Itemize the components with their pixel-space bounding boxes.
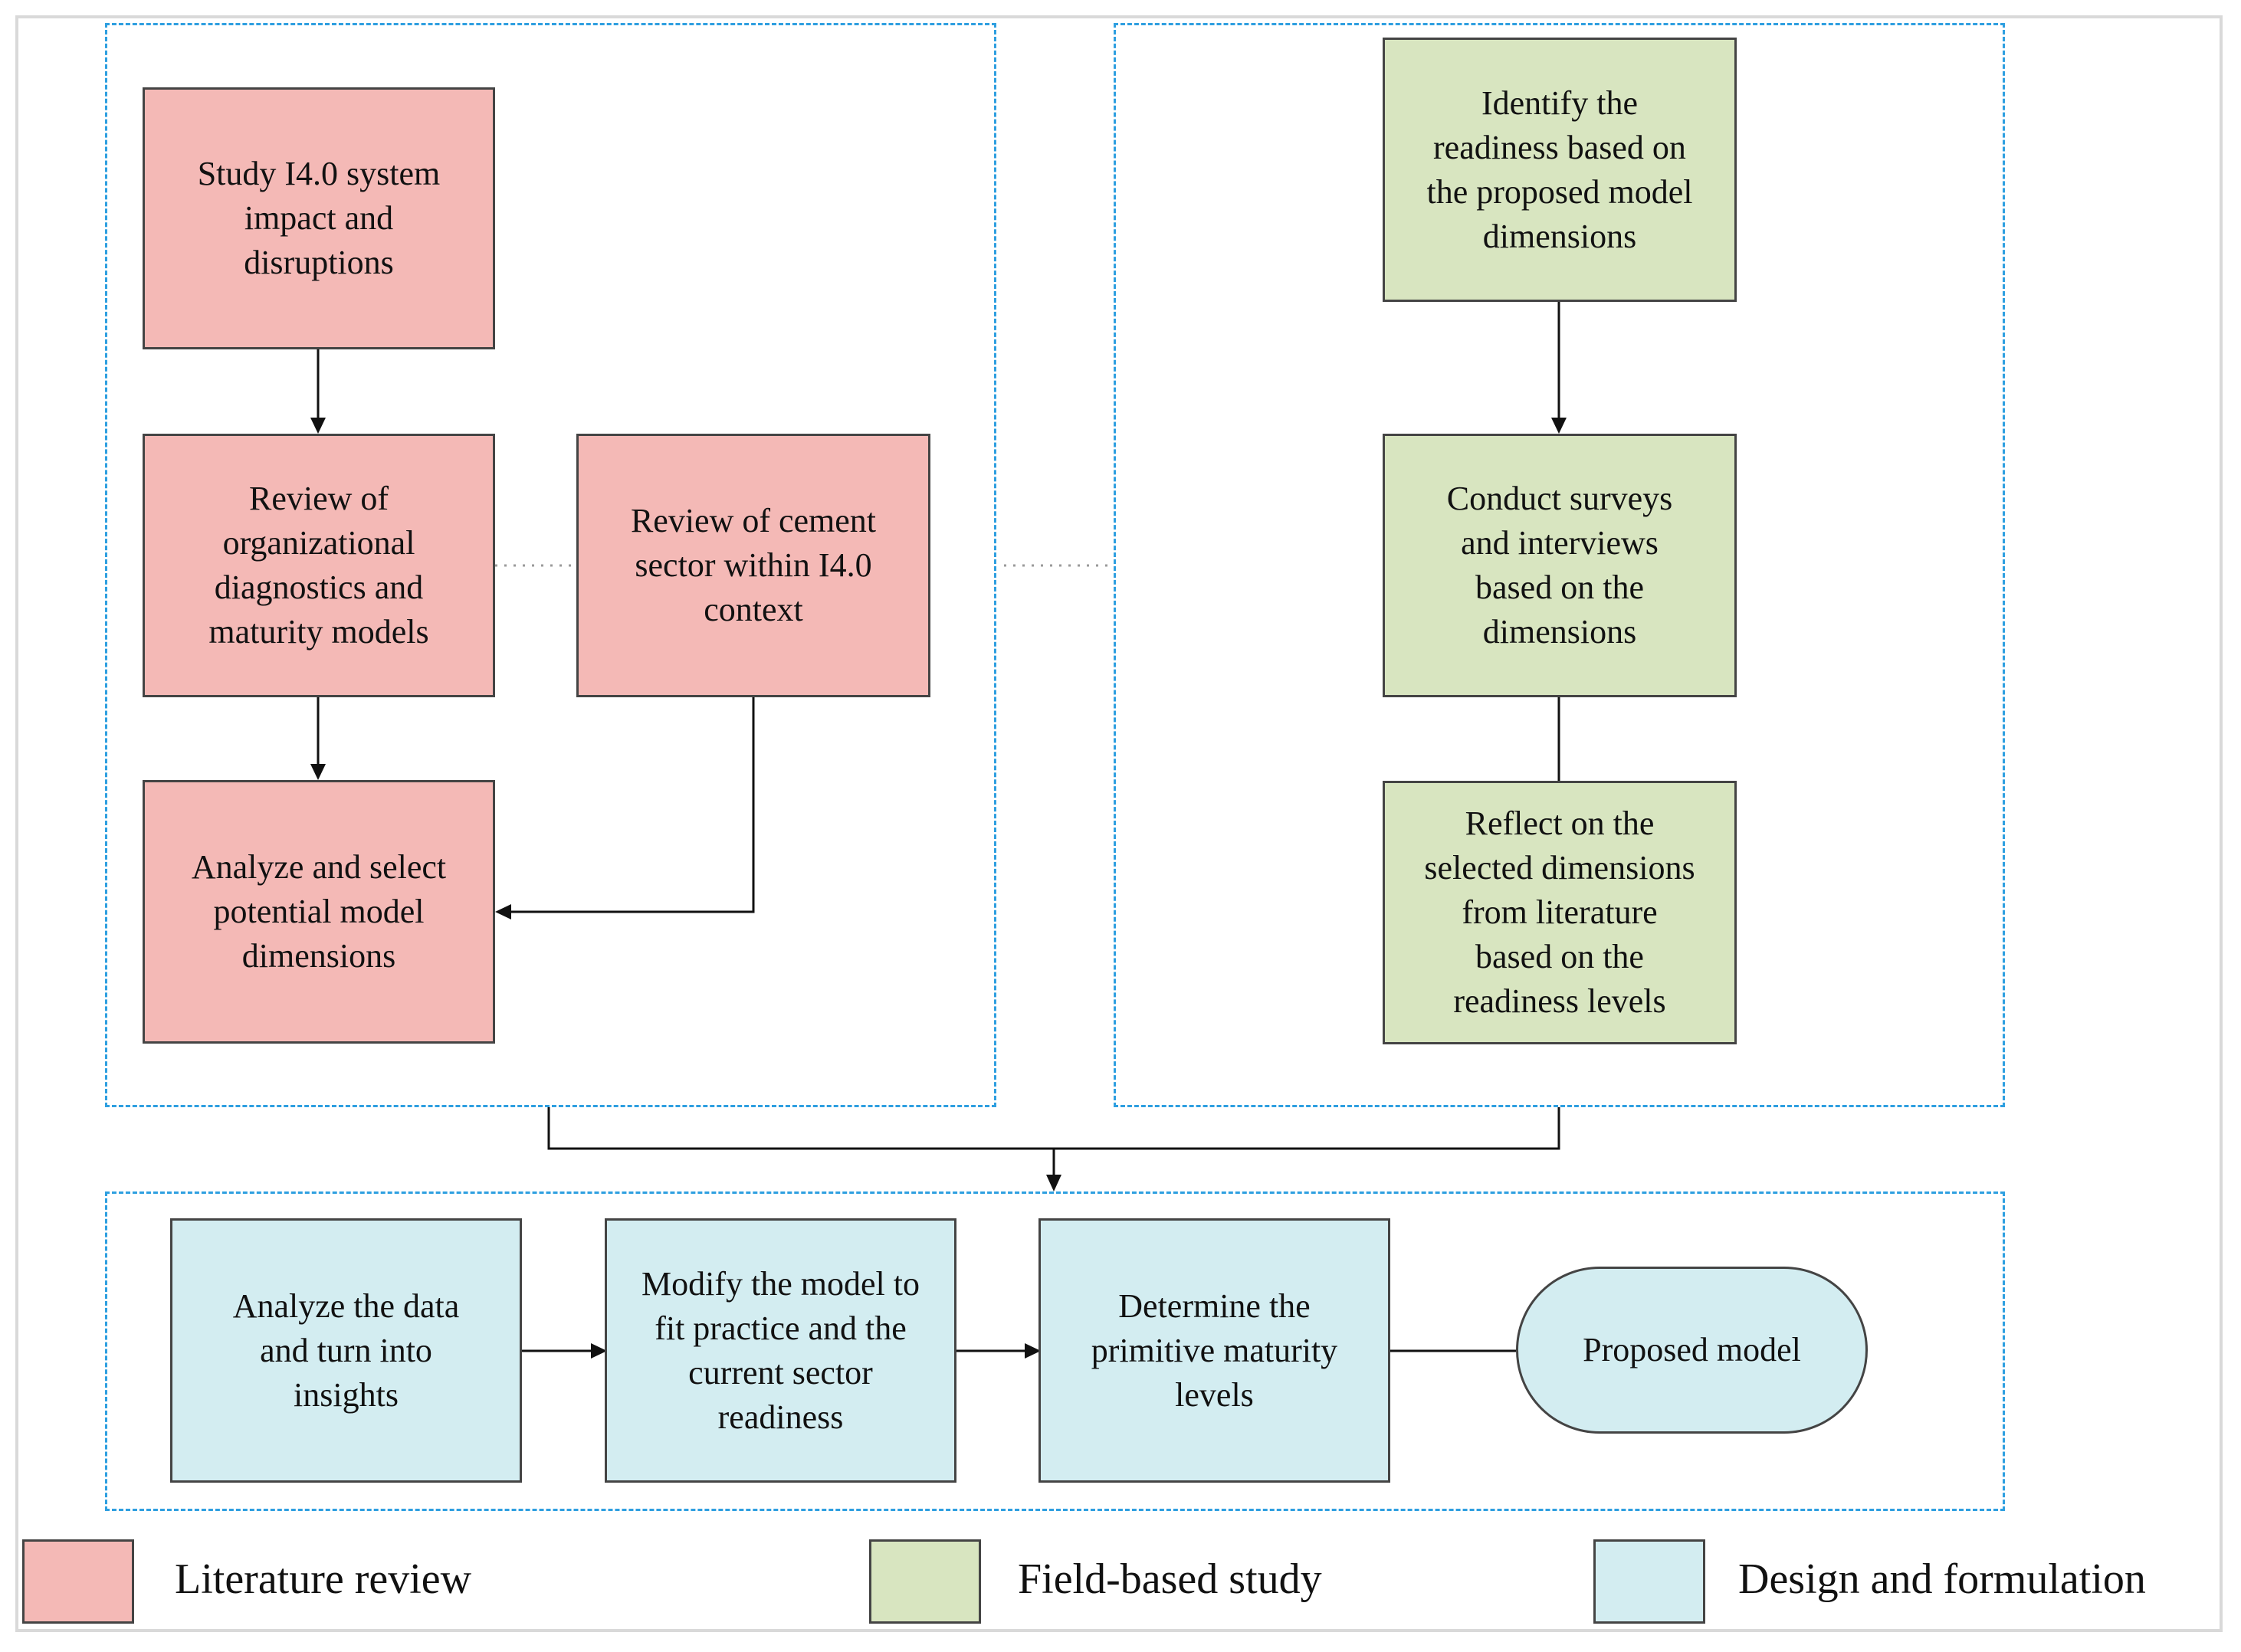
literature-review-group	[105, 23, 996, 1107]
legend-swatch-field-based-study	[869, 1539, 981, 1624]
legend-label-literature-review: Literature review	[175, 1555, 472, 1603]
node-study-i40-impact: Study I4.0 system impact and disruptions	[143, 87, 495, 349]
node-identify-readiness: Identify the readiness based on the prop…	[1383, 38, 1737, 302]
arrowhead-study-to-review-org	[310, 418, 326, 434]
arrowhead-merge-to-design	[1046, 1175, 1061, 1191]
node-determine-maturity-levels: Determine the primitive maturity levels	[1038, 1218, 1390, 1483]
node-analyze-data: Analyze the data and turn into insights	[170, 1218, 522, 1483]
arrowhead-modify-to-determine	[1025, 1343, 1041, 1359]
design-formulation-group	[105, 1191, 2005, 1511]
merge-line-left	[547, 1107, 1560, 1150]
node-review-cement-sector: Review of cement sector within I4.0 cont…	[576, 434, 930, 697]
node-modify-model: Modify the model to fit practice and the…	[605, 1218, 956, 1483]
node-analyze-select-dimensions: Analyze and select potential model dimen…	[143, 780, 495, 1044]
node-reflect-on-dimensions: Reflect on the selected dimensions from …	[1383, 781, 1737, 1044]
figure-frame	[15, 15, 2223, 1632]
arrowhead-analyze-data-to-modify	[591, 1343, 607, 1359]
arrowhead-review-org-to-analyze-select	[310, 764, 326, 780]
arrow-review-cement-to-analyze-select	[498, 697, 755, 913]
legend-label-design-formulation: Design and formulation	[1738, 1555, 2146, 1603]
arrowhead-review-cement-to-analyze-select	[495, 904, 511, 919]
legend-label-field-based-study: Field-based study	[1018, 1555, 1322, 1603]
node-proposed-model: Proposed model	[1516, 1267, 1868, 1434]
node-review-organizational-diagnostics: Review of organizational diagnostics and…	[143, 434, 495, 697]
legend-swatch-literature-review	[22, 1539, 134, 1624]
field-study-group	[1114, 23, 2005, 1107]
legend-swatch-design-formulation	[1593, 1539, 1705, 1624]
arrowhead-identify-to-conduct	[1551, 418, 1567, 434]
node-conduct-surveys: Conduct surveys and interviews based on …	[1383, 434, 1737, 697]
